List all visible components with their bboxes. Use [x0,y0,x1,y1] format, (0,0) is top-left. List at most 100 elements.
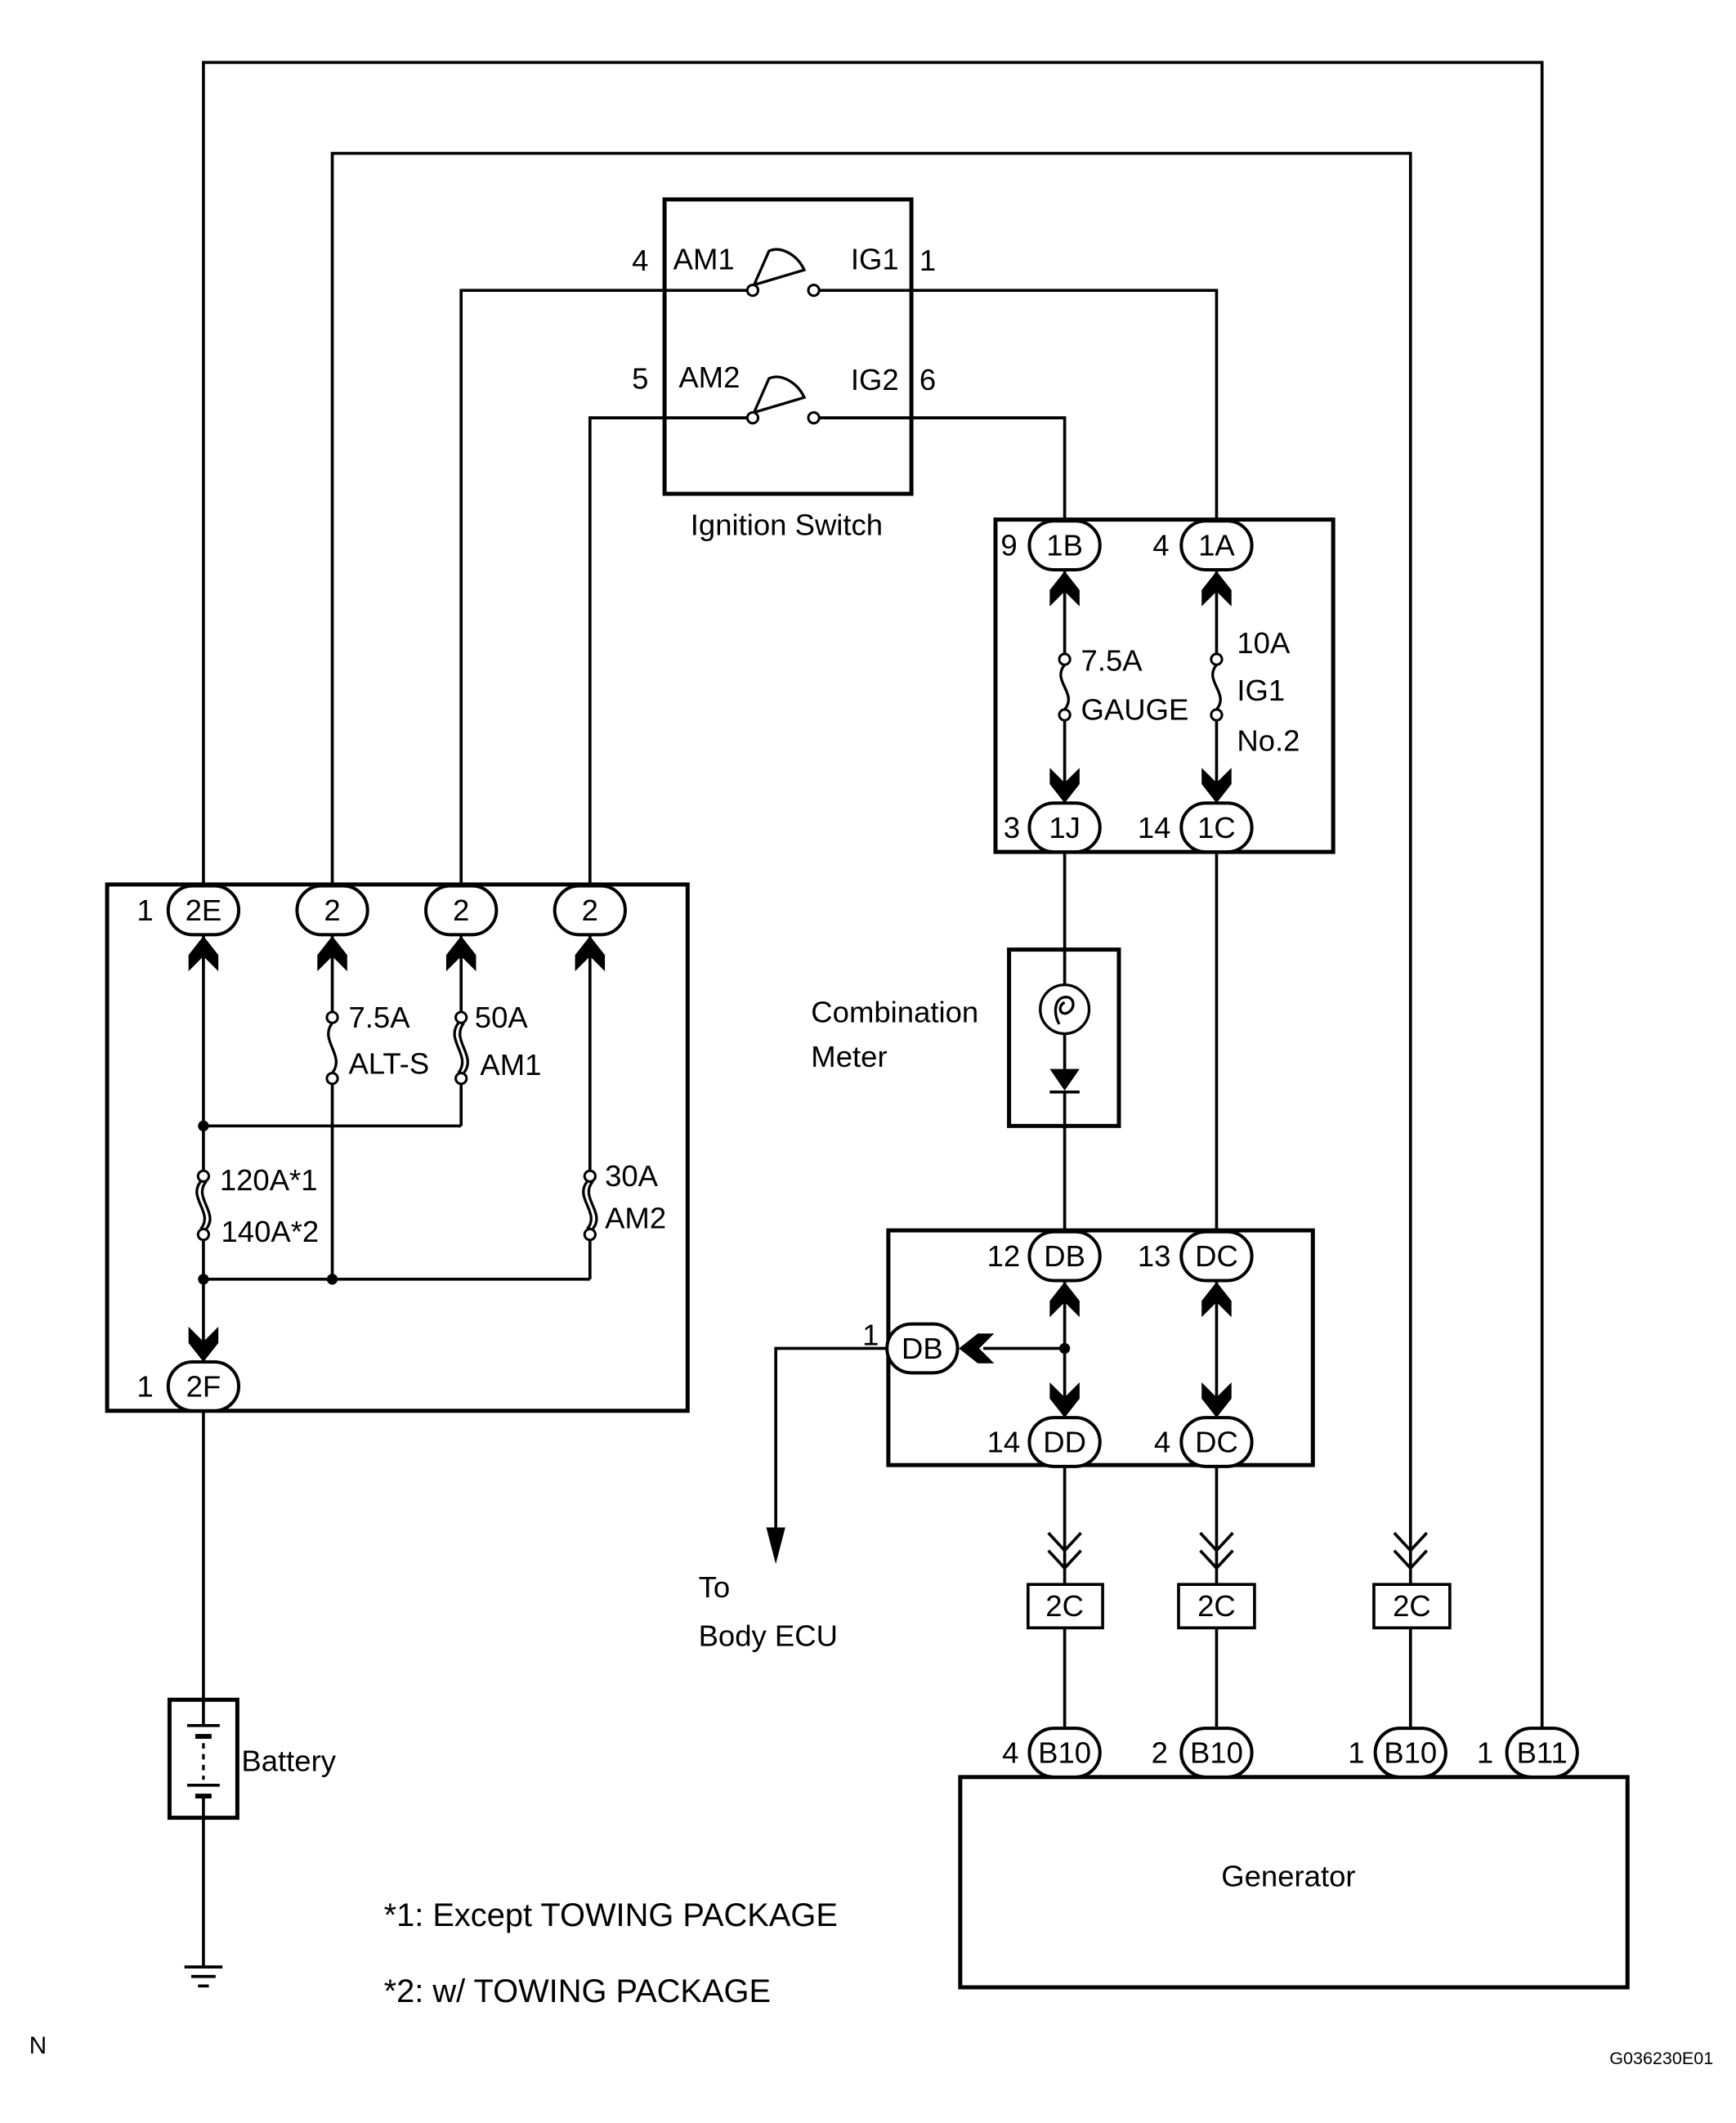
pin-label: 4 [632,244,648,277]
fuse-rating: 10A [1237,626,1291,660]
pin-label: 1 [1477,1736,1493,1769]
arrow-down-icon [188,1326,219,1363]
ignition-switch: 4 AM1 IG1 1 5 AM2 IG2 6 Ignition Switch [632,197,936,542]
arrow-up-icon [1049,571,1080,607]
body-ecu-reference: To Body ECU [699,1527,838,1653]
arrow-up-icon [575,936,606,972]
fuse-terminal [196,1227,211,1242]
combination-meter-label: Combination [811,995,978,1028]
fuse-terminal [1058,652,1072,666]
fuse-rating: 120A*1 [220,1163,318,1197]
generator-box [958,1775,1630,1990]
pin-label: 2 [1152,1736,1168,1769]
junction-dot [1058,1342,1071,1355]
charge-warning-lamp-icon [1039,983,1091,1036]
fuse-terminal [1210,708,1224,722]
pin-label: 12 [987,1239,1021,1273]
connector-id: B10 [1038,1736,1091,1769]
pin-label: 4 [1154,1425,1170,1458]
pin-label: 1 [862,1318,879,1351]
connector-dc-bottom [1179,1416,1254,1468]
connector-2c [1177,1583,1256,1630]
pin-label: 4 [1002,1736,1018,1769]
body-ecu-label: To [699,1570,731,1604]
fuse-name: IG1 [1237,674,1285,707]
connector-id: 2E [186,894,222,927]
ground-icon [184,1965,223,1988]
connector-b10 [1373,1727,1447,1779]
fuse-name: GAUGE [1081,692,1189,726]
connector-2 [295,884,369,937]
arrow-up-icon [188,936,219,972]
arrow-down-icon [1201,1382,1232,1418]
wire-to-body-ecu [774,1346,888,1534]
connector-b11 [1505,1727,1579,1779]
fusible-link-icon [195,1180,212,1230]
fuse-terminal [1210,652,1224,666]
connector-id: DD [1043,1425,1086,1458]
connector-id: 2 [324,894,340,927]
fuse-icon [1211,664,1222,710]
connector-id: B11 [1517,1736,1568,1769]
connector-dd [1027,1416,1102,1468]
fuse-name: AM2 [605,1202,666,1235]
pin-label: 3 [1004,811,1020,844]
connector-2 [424,884,499,937]
wire-ig1-out [819,289,1219,524]
connector-b10 [1027,1727,1102,1779]
fuse-icon [327,1022,338,1074]
switch-lever-icon [751,248,807,288]
connector-id: 2 [582,894,598,927]
connector-id: 2 [453,894,469,927]
pin-label: 4 [1152,529,1169,562]
fuse-terminal [454,1072,468,1086]
inline-connectors: 2C 2C 2C [1026,1531,1452,1630]
figure-code: G036230E01 [1609,2048,1713,2068]
fusible-link-icon [453,1022,469,1074]
upper-junction-block: 9 1B 4 1A 7.5A GAUGE 10A IG1 No.2 3 1J 1… [993,517,1336,854]
male-terminal-icon [1393,1531,1429,1570]
fuse-terminal [1058,708,1072,722]
pin-label: 6 [919,363,936,396]
fuse-rating: 7.5A [348,1001,410,1034]
pin-label: 5 [632,362,648,396]
pin-label: 9 [1000,529,1017,562]
connector-id: B10 [1190,1736,1243,1769]
wire-am2-feed [588,416,748,889]
connector-2 [553,884,627,937]
fuse-name: ALT-S [348,1046,429,1080]
connector-id: DC [1195,1239,1238,1273]
fuse-suffix: No.2 [1237,724,1300,758]
fuse-terminal [583,1169,597,1183]
switch-contact [745,410,760,425]
lower-junction-block: 12 DB 13 DC 1 DB 14 DD 4 DC [862,1228,1315,1468]
connector-1b [1027,519,1102,571]
pin-label: 1 [136,1369,153,1403]
connector-id: 2C [1197,1589,1236,1623]
connector-b10 [1179,1727,1254,1779]
connector-id: 1C [1197,811,1236,844]
pin-label: 14 [987,1425,1021,1458]
connector-2f [166,1360,241,1413]
fusible-link-block: 1 2E 2 2 2 7.5A ALT-S 50A AM1 120A*1 140… [105,882,690,1413]
generator-label: Generator [1221,1859,1355,1892]
connector-id: DC [1195,1425,1238,1458]
generator: Generator 4 B10 2 B10 1 B10 1 B11 [958,1727,1630,1990]
fuse-rating: 30A [605,1159,659,1193]
wire-am1-feed [459,289,748,889]
arrow-left-icon [959,1333,995,1364]
connector-id: 1B [1046,529,1083,562]
connector-id: DB [1044,1239,1085,1273]
connector-2e [166,884,241,937]
battery-label: Battery [241,1744,336,1777]
male-terminal-icon [1047,1531,1082,1570]
fuse-terminal [583,1227,597,1242]
fuse-terminal [325,1072,339,1086]
connector-id: 1J [1049,811,1081,844]
footnote: *1: Except TOWING PACKAGE [384,1897,838,1933]
arrow-down-icon [766,1527,785,1565]
corner-mark: N [29,2032,47,2059]
connector-id: 2F [186,1369,221,1403]
battery: Battery [167,1697,337,1821]
connector-id: 2C [1045,1589,1084,1623]
